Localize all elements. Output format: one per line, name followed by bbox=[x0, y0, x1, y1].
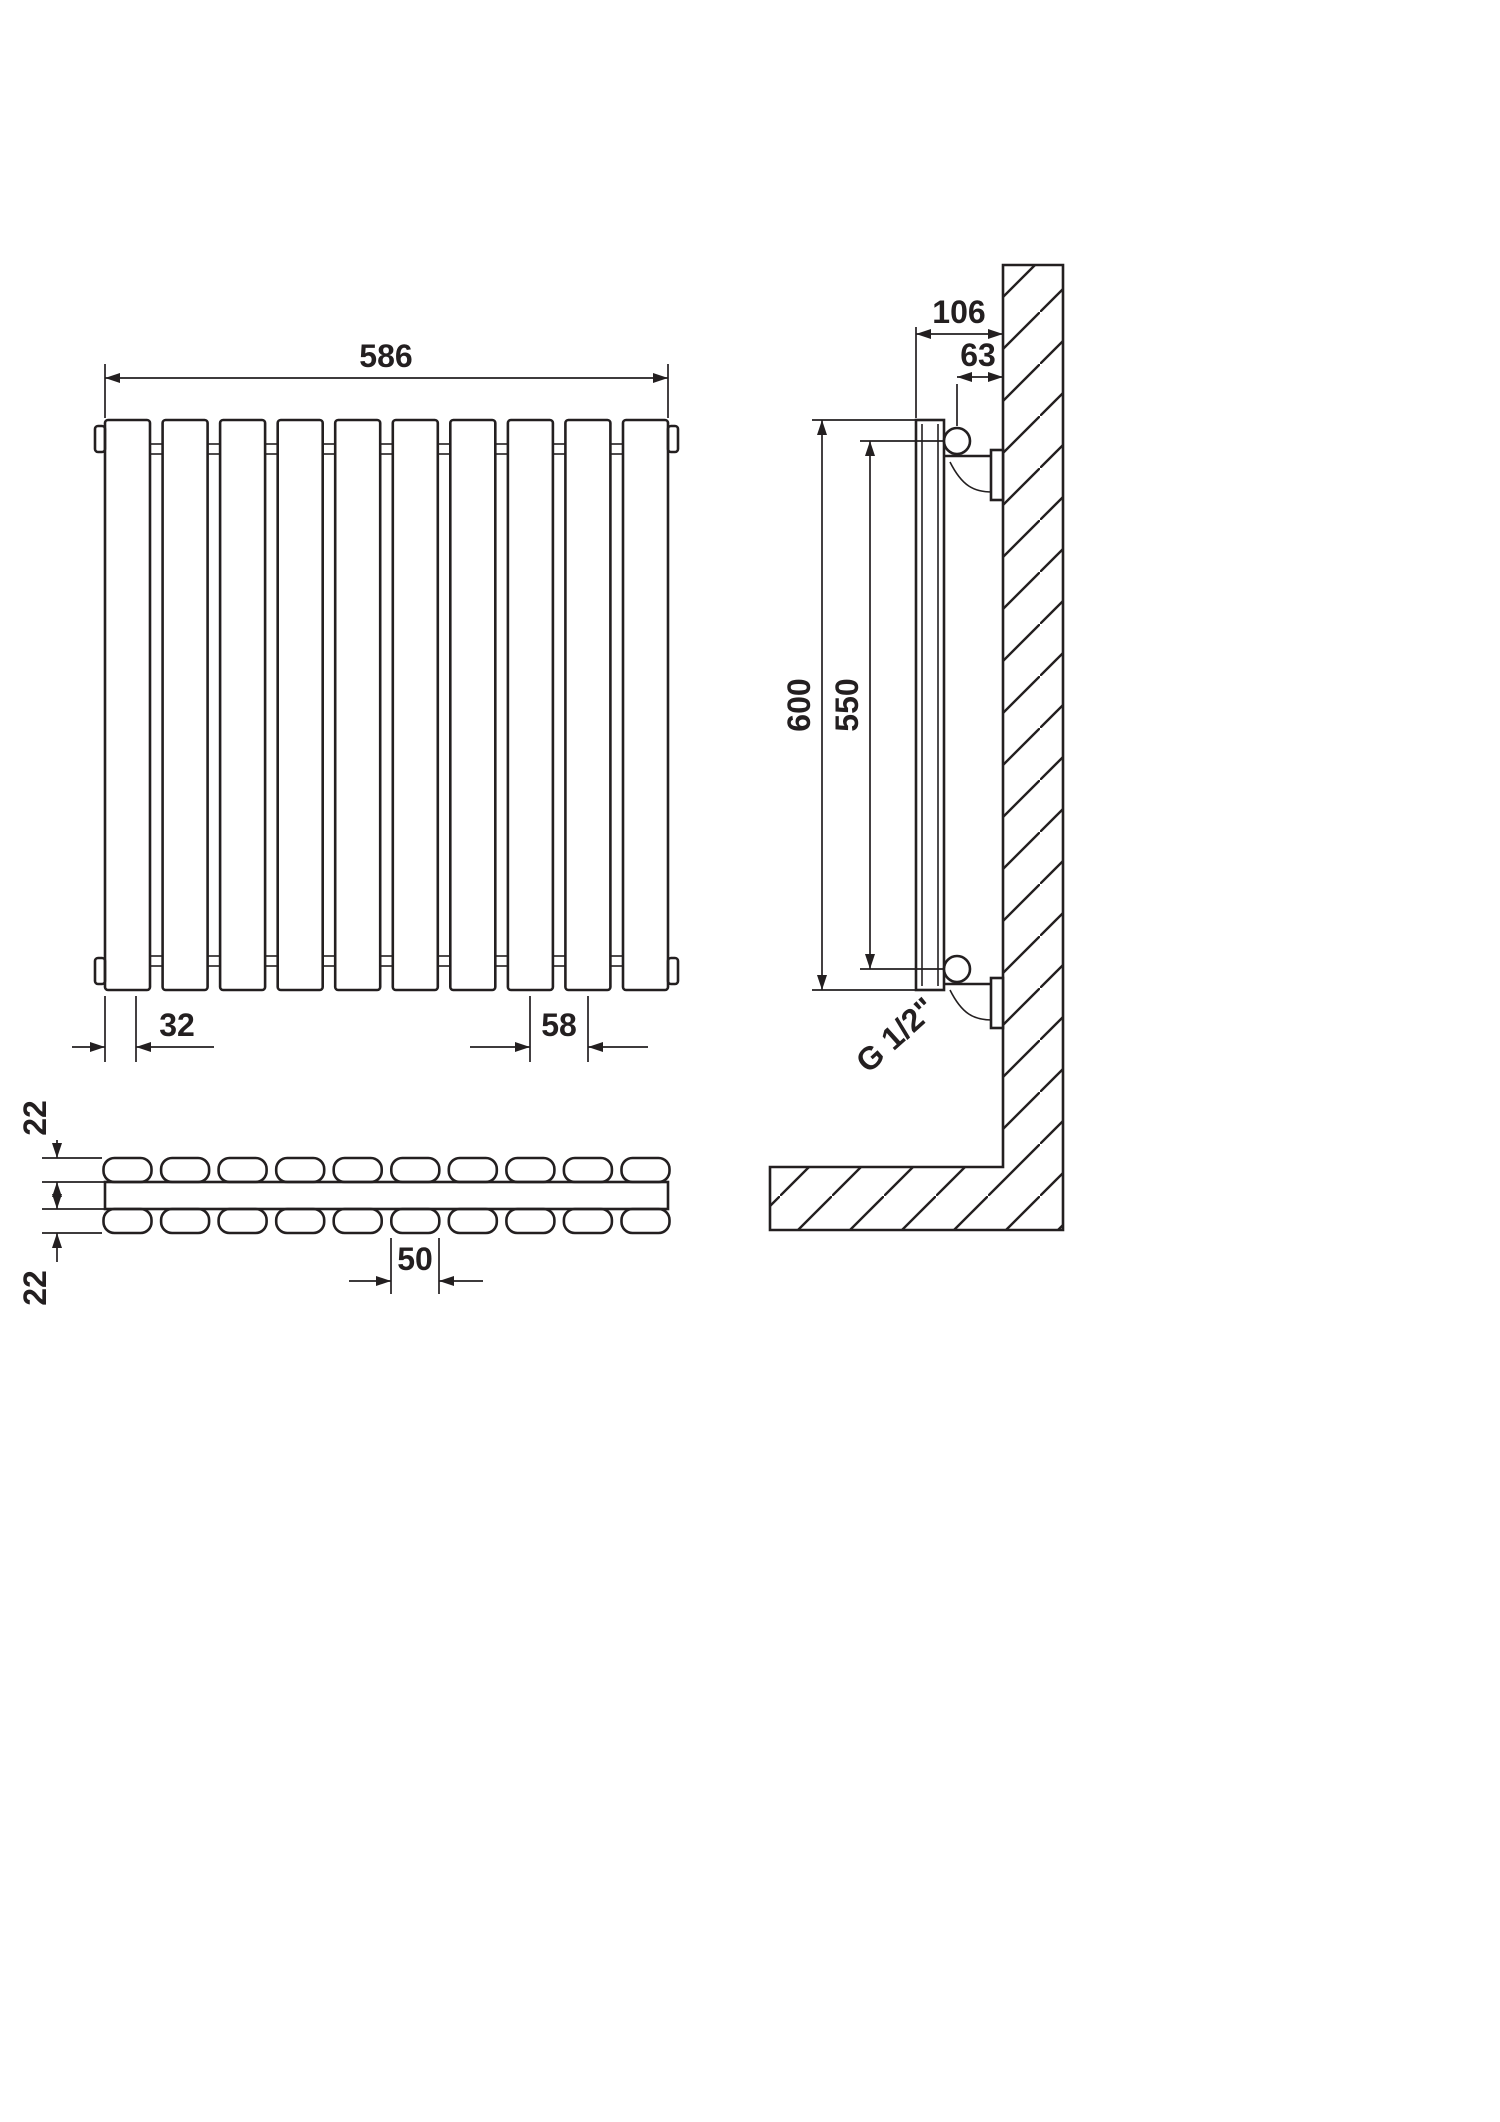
dim-label-width: 586 bbox=[359, 338, 412, 374]
bottom-bracket bbox=[944, 956, 1003, 1028]
dim-pitch: 58 bbox=[470, 996, 648, 1062]
radiator-panel bbox=[335, 420, 380, 990]
dim-depth: 22 22 bbox=[17, 1100, 105, 1306]
dim-label-offset: 32 bbox=[159, 1007, 195, 1043]
oval-tube bbox=[334, 1209, 382, 1233]
oval-tube bbox=[564, 1158, 612, 1182]
dim-label-pipe-offset: 63 bbox=[960, 337, 996, 373]
pipe-connection-bottom bbox=[944, 956, 970, 982]
radiator-panel bbox=[220, 420, 265, 990]
oval-tube bbox=[391, 1158, 439, 1182]
mounting-tabs bbox=[95, 426, 678, 984]
bracket-curve bbox=[950, 990, 992, 1020]
dim-label-tube-width: 50 bbox=[397, 1241, 433, 1277]
dim-pipe-offset: 63 bbox=[957, 337, 1003, 426]
radiator-panel bbox=[508, 420, 553, 990]
oval-tube bbox=[104, 1209, 152, 1233]
pipe-connection-top bbox=[944, 428, 970, 454]
oval-tube bbox=[104, 1158, 152, 1182]
oval-tube bbox=[564, 1209, 612, 1233]
center-bar bbox=[105, 1182, 668, 1209]
mounting-tab bbox=[668, 426, 678, 452]
radiator-panel bbox=[105, 420, 150, 990]
wall-plate bbox=[991, 450, 1003, 500]
dim-label-height: 600 bbox=[781, 678, 817, 731]
dim-label-pitch: 58 bbox=[541, 1007, 577, 1043]
oval-tube bbox=[219, 1209, 267, 1233]
dim-offset: 32 bbox=[72, 996, 214, 1062]
radiator-profile bbox=[916, 420, 944, 990]
tube-row-top bbox=[104, 1158, 670, 1182]
top-bracket bbox=[944, 428, 1003, 500]
bracket-curve bbox=[950, 462, 992, 492]
wall-plate bbox=[991, 978, 1003, 1028]
radiator-panel bbox=[450, 420, 495, 990]
dim-label-pipe-spacing: 550 bbox=[829, 678, 865, 731]
dim-label-wall-depth: 106 bbox=[932, 294, 985, 330]
mounting-tab bbox=[95, 958, 105, 984]
dim-label-depth-top: 22 bbox=[17, 1100, 53, 1136]
radiator-panel bbox=[278, 420, 323, 990]
radiator-panel bbox=[393, 420, 438, 990]
connection-thread-label: G 1/2" bbox=[849, 990, 943, 1079]
oval-tube bbox=[276, 1158, 324, 1182]
oval-tube bbox=[506, 1209, 554, 1233]
tube-row-bottom bbox=[104, 1209, 670, 1233]
oval-tube bbox=[506, 1158, 554, 1182]
oval-tube bbox=[622, 1158, 670, 1182]
side-view: 106 63 600 550 G 1/2" bbox=[770, 265, 1063, 1230]
dim-width: 586 bbox=[105, 338, 668, 418]
dim-tube-width: 50 bbox=[349, 1238, 483, 1294]
radiator-panel bbox=[565, 420, 610, 990]
dim-label-depth-bottom: 22 bbox=[17, 1270, 53, 1306]
oval-tube bbox=[219, 1158, 267, 1182]
oval-tube bbox=[161, 1209, 209, 1233]
mounting-tab bbox=[668, 958, 678, 984]
oval-tube bbox=[161, 1158, 209, 1182]
oval-tube bbox=[276, 1209, 324, 1233]
oval-tube bbox=[449, 1158, 497, 1182]
radiator-panel bbox=[623, 420, 668, 990]
radiator-panels bbox=[105, 420, 668, 990]
section-view: 22 22 50 bbox=[17, 1100, 670, 1306]
oval-tube bbox=[622, 1209, 670, 1233]
oval-tube bbox=[449, 1209, 497, 1233]
oval-tube bbox=[334, 1158, 382, 1182]
mounting-tab bbox=[95, 426, 105, 452]
radiator-panel bbox=[163, 420, 208, 990]
front-view: 586 32 58 bbox=[72, 338, 678, 1062]
oval-tube bbox=[391, 1209, 439, 1233]
